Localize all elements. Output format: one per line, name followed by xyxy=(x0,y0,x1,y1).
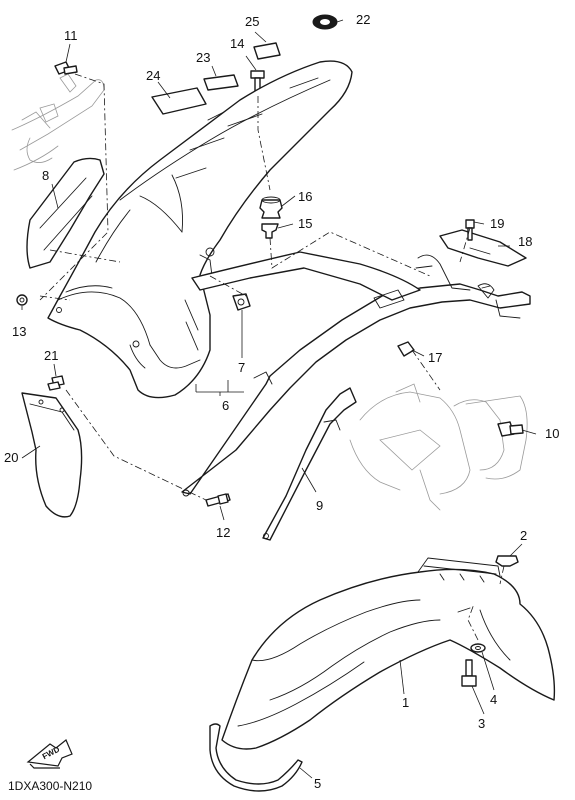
washer-13 xyxy=(16,294,28,306)
grommet-16 xyxy=(259,196,283,219)
callout-5: 5 xyxy=(314,776,321,791)
callout-20: 20 xyxy=(4,450,18,465)
callout-13: 13 xyxy=(12,324,26,339)
callout-19: 19 xyxy=(490,216,504,231)
decal-24 xyxy=(151,87,207,115)
callout-11: 11 xyxy=(64,28,78,43)
callout-2: 2 xyxy=(520,528,527,543)
front-fender-1 xyxy=(221,557,556,750)
callout-17: 17 xyxy=(428,350,442,365)
leader-lines xyxy=(21,19,537,779)
callout-labels: 1 2 3 4 5 6 7 8 9 10 11 12 13 14 15 16 1… xyxy=(4,12,559,791)
frame-ghost-right xyxy=(349,383,528,511)
trim-5 xyxy=(209,723,303,792)
callout-16: 16 xyxy=(298,189,312,204)
bolt-12 xyxy=(205,493,231,507)
mud-guard-8 xyxy=(26,157,105,269)
bolt-21 xyxy=(47,375,65,391)
callout-3: 3 xyxy=(478,716,485,731)
nut-7 xyxy=(232,293,251,311)
callout-12: 12 xyxy=(216,525,230,540)
callout-25: 25 xyxy=(245,14,259,29)
emblem-22 xyxy=(312,14,338,30)
callout-6: 6 xyxy=(222,398,229,413)
mudflap-20 xyxy=(21,392,83,518)
callout-14: 14 xyxy=(230,36,244,51)
callout-10: 10 xyxy=(545,426,559,441)
nut-2 xyxy=(495,555,519,567)
callout-1: 1 xyxy=(402,695,409,710)
bolt-19 xyxy=(465,219,475,241)
bolt-3 xyxy=(461,659,477,687)
frame-ghost-upper-left xyxy=(11,73,105,171)
callout-23: 23 xyxy=(196,50,210,65)
callout-18: 18 xyxy=(518,234,532,249)
subframe-9 xyxy=(181,251,531,541)
callout-22: 22 xyxy=(356,12,370,27)
bolt-14 xyxy=(250,70,265,128)
collar-15 xyxy=(261,223,279,239)
callout-4: 4 xyxy=(490,692,497,707)
callout-7: 7 xyxy=(238,360,245,375)
bolt-10 xyxy=(497,421,524,437)
callout-8: 8 xyxy=(42,168,49,183)
decal-25 xyxy=(253,42,281,60)
drawing-code: 1DXA300-N210 xyxy=(8,779,92,793)
washer-4 xyxy=(470,643,486,653)
callout-15: 15 xyxy=(298,216,312,231)
nut-17 xyxy=(397,341,415,357)
callout-9: 9 xyxy=(316,498,323,513)
callout-24: 24 xyxy=(146,68,160,83)
assembly-centerlines xyxy=(39,73,505,641)
rear-fender xyxy=(47,60,353,399)
fwd-arrow-icon: FWD xyxy=(26,739,73,769)
bracket-18 xyxy=(439,229,527,267)
callout-21: 21 xyxy=(44,348,58,363)
bolt-11 xyxy=(54,61,78,75)
decal-23 xyxy=(203,74,239,91)
